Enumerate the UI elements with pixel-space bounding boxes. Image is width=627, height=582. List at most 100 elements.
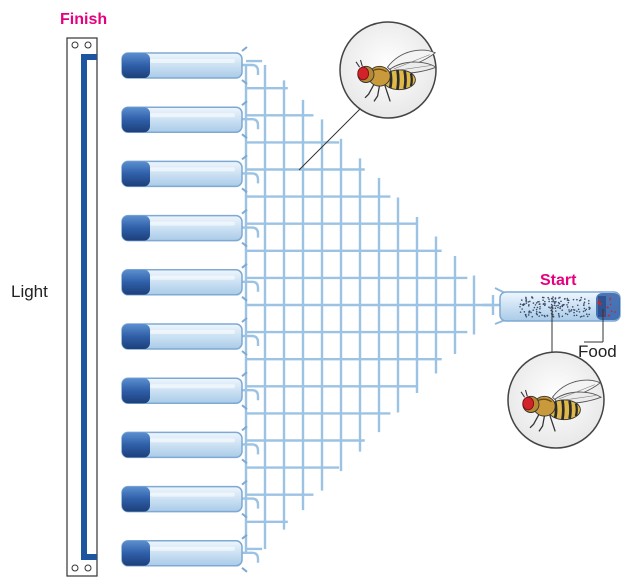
fly-dot bbox=[527, 301, 530, 303]
test-tube-icon bbox=[121, 263, 248, 302]
fly-dot bbox=[557, 304, 559, 307]
fly-dot bbox=[558, 297, 560, 299]
fly-dot bbox=[582, 304, 585, 307]
tube-network bbox=[240, 59, 505, 563]
fly-dot bbox=[557, 312, 560, 315]
light-label: Light bbox=[11, 282, 48, 301]
fly-dot bbox=[542, 299, 544, 301]
fly-dot bbox=[549, 307, 551, 309]
fly-dot bbox=[580, 296, 583, 299]
food-dot bbox=[609, 299, 611, 301]
fly-dot bbox=[584, 298, 586, 300]
fly-dot bbox=[552, 316, 555, 318]
fly-dot bbox=[566, 304, 568, 306]
fly-dot bbox=[543, 304, 546, 307]
fly-dot bbox=[576, 298, 578, 301]
fly-dot bbox=[578, 299, 581, 302]
fly-dot bbox=[551, 304, 554, 307]
fly-dot bbox=[548, 298, 550, 300]
fruit-fly-magnified-bottom bbox=[507, 351, 605, 449]
food-dot bbox=[610, 310, 613, 312]
fly-dot bbox=[554, 301, 556, 303]
finish-label: Finish bbox=[60, 11, 107, 28]
tube-cap bbox=[122, 161, 150, 187]
tube-highlight bbox=[150, 113, 235, 118]
test-tube-icon bbox=[121, 100, 248, 139]
fly-dot bbox=[582, 310, 585, 313]
fly-dot bbox=[588, 313, 590, 316]
tube-cap bbox=[122, 324, 150, 349]
network-elbow-tube bbox=[240, 551, 260, 563]
fly-dot bbox=[571, 306, 574, 308]
fly-dot bbox=[568, 309, 570, 311]
test-tube-icon bbox=[121, 154, 248, 194]
fly-dot bbox=[532, 302, 535, 304]
fly-dot bbox=[538, 311, 541, 314]
tube-lip bbox=[241, 425, 248, 465]
network-elbow-tube bbox=[240, 497, 260, 509]
fly-dot bbox=[568, 310, 571, 313]
fly-dot bbox=[530, 311, 532, 314]
fly-dot bbox=[528, 310, 531, 312]
fly-dot bbox=[535, 312, 538, 315]
tube-cap bbox=[122, 53, 150, 78]
fly-dot bbox=[544, 300, 546, 303]
network-elbow-tube bbox=[240, 226, 260, 238]
fly-dot bbox=[561, 305, 564, 308]
network-elbow-tube bbox=[240, 280, 260, 292]
food-dot bbox=[609, 303, 612, 306]
fly-dot bbox=[570, 308, 573, 311]
fly-dot bbox=[560, 300, 562, 303]
fly-dot bbox=[561, 309, 564, 312]
fly-dot bbox=[578, 311, 581, 313]
fly-dot bbox=[521, 308, 523, 310]
fly-dot bbox=[566, 306, 569, 308]
fly-dot bbox=[550, 297, 553, 300]
fly-dot bbox=[528, 300, 531, 303]
fly-dot bbox=[519, 305, 521, 308]
network-elbow-tube bbox=[240, 389, 260, 401]
fly-dot bbox=[585, 313, 588, 316]
tube-cap bbox=[122, 378, 150, 404]
fly-dot bbox=[558, 315, 561, 318]
fly-dot bbox=[566, 297, 569, 300]
test-tube-icon bbox=[121, 479, 248, 519]
fly-dot bbox=[519, 303, 522, 305]
tube-highlight bbox=[150, 221, 235, 226]
tube-highlight bbox=[150, 59, 235, 63]
fly-dot bbox=[552, 296, 554, 298]
fly-dot bbox=[541, 314, 543, 316]
tube-highlight bbox=[150, 384, 235, 389]
food-dot bbox=[607, 315, 610, 317]
tube-highlight bbox=[150, 546, 235, 551]
fly-dot bbox=[532, 309, 535, 311]
network-elbow-tube bbox=[240, 172, 260, 184]
fly-dot bbox=[567, 299, 570, 302]
fly-dot bbox=[587, 302, 590, 305]
fly-dot bbox=[564, 312, 567, 315]
tube-lip bbox=[241, 263, 248, 302]
food-label: Food bbox=[578, 342, 617, 361]
start-label: Start bbox=[540, 272, 577, 289]
test-tube-icon bbox=[121, 208, 248, 248]
fly-dot bbox=[561, 315, 564, 318]
fly-dot bbox=[557, 301, 560, 304]
food-dot bbox=[606, 306, 609, 309]
test-tube-icon bbox=[121, 371, 248, 410]
fly-dot bbox=[586, 315, 589, 318]
tube-cap bbox=[122, 269, 150, 295]
fly-dot bbox=[524, 313, 527, 316]
network-elbow-tube bbox=[240, 63, 260, 75]
fly-dot bbox=[535, 310, 538, 313]
food-dot bbox=[603, 312, 606, 315]
fly-dot bbox=[536, 306, 539, 309]
tube-highlight bbox=[150, 438, 235, 443]
tube-highlight bbox=[150, 330, 235, 334]
fly-dot bbox=[553, 302, 556, 304]
fly-dot bbox=[579, 316, 582, 318]
tube-highlight bbox=[150, 167, 235, 172]
fly-dot bbox=[559, 307, 561, 310]
fly-dot bbox=[576, 310, 578, 312]
fly-dot bbox=[566, 299, 569, 301]
fly-dot bbox=[527, 314, 530, 316]
